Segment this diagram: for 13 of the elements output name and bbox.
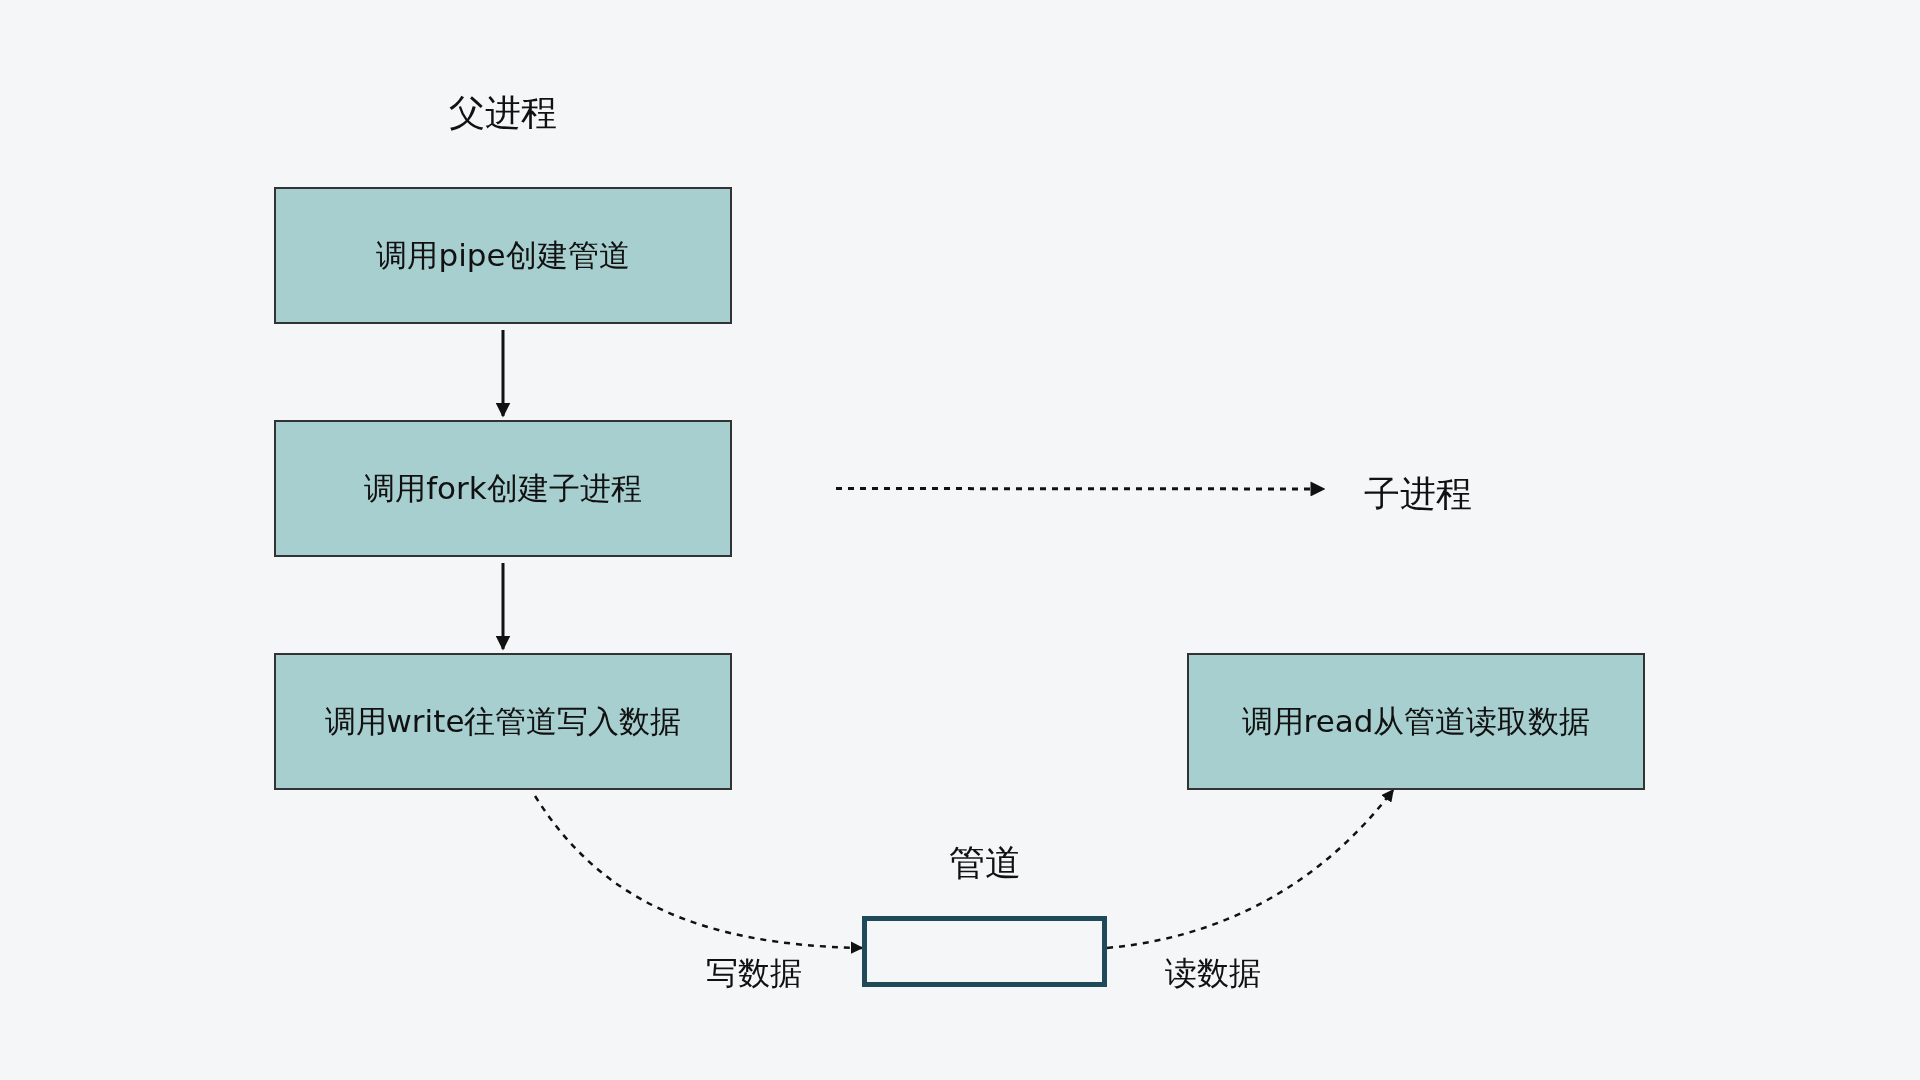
pipe-box	[862, 916, 1107, 987]
process-box: 调用pipe创建管道	[274, 187, 732, 324]
arrow	[495, 330, 511, 418]
arrow	[534, 795, 864, 954]
process-box: 调用fork创建子进程	[274, 420, 732, 557]
arrow	[836, 481, 1326, 497]
column-heading: 父进程	[448, 91, 558, 135]
process-box: 调用read从管道读取数据	[1187, 653, 1645, 790]
process-label: 子进程	[1340, 466, 1495, 522]
pipe-label: 管道	[947, 841, 1022, 885]
arrow	[1106, 789, 1395, 950]
process-box: 调用write往管道写入数据	[274, 653, 732, 790]
arrow	[495, 563, 511, 651]
